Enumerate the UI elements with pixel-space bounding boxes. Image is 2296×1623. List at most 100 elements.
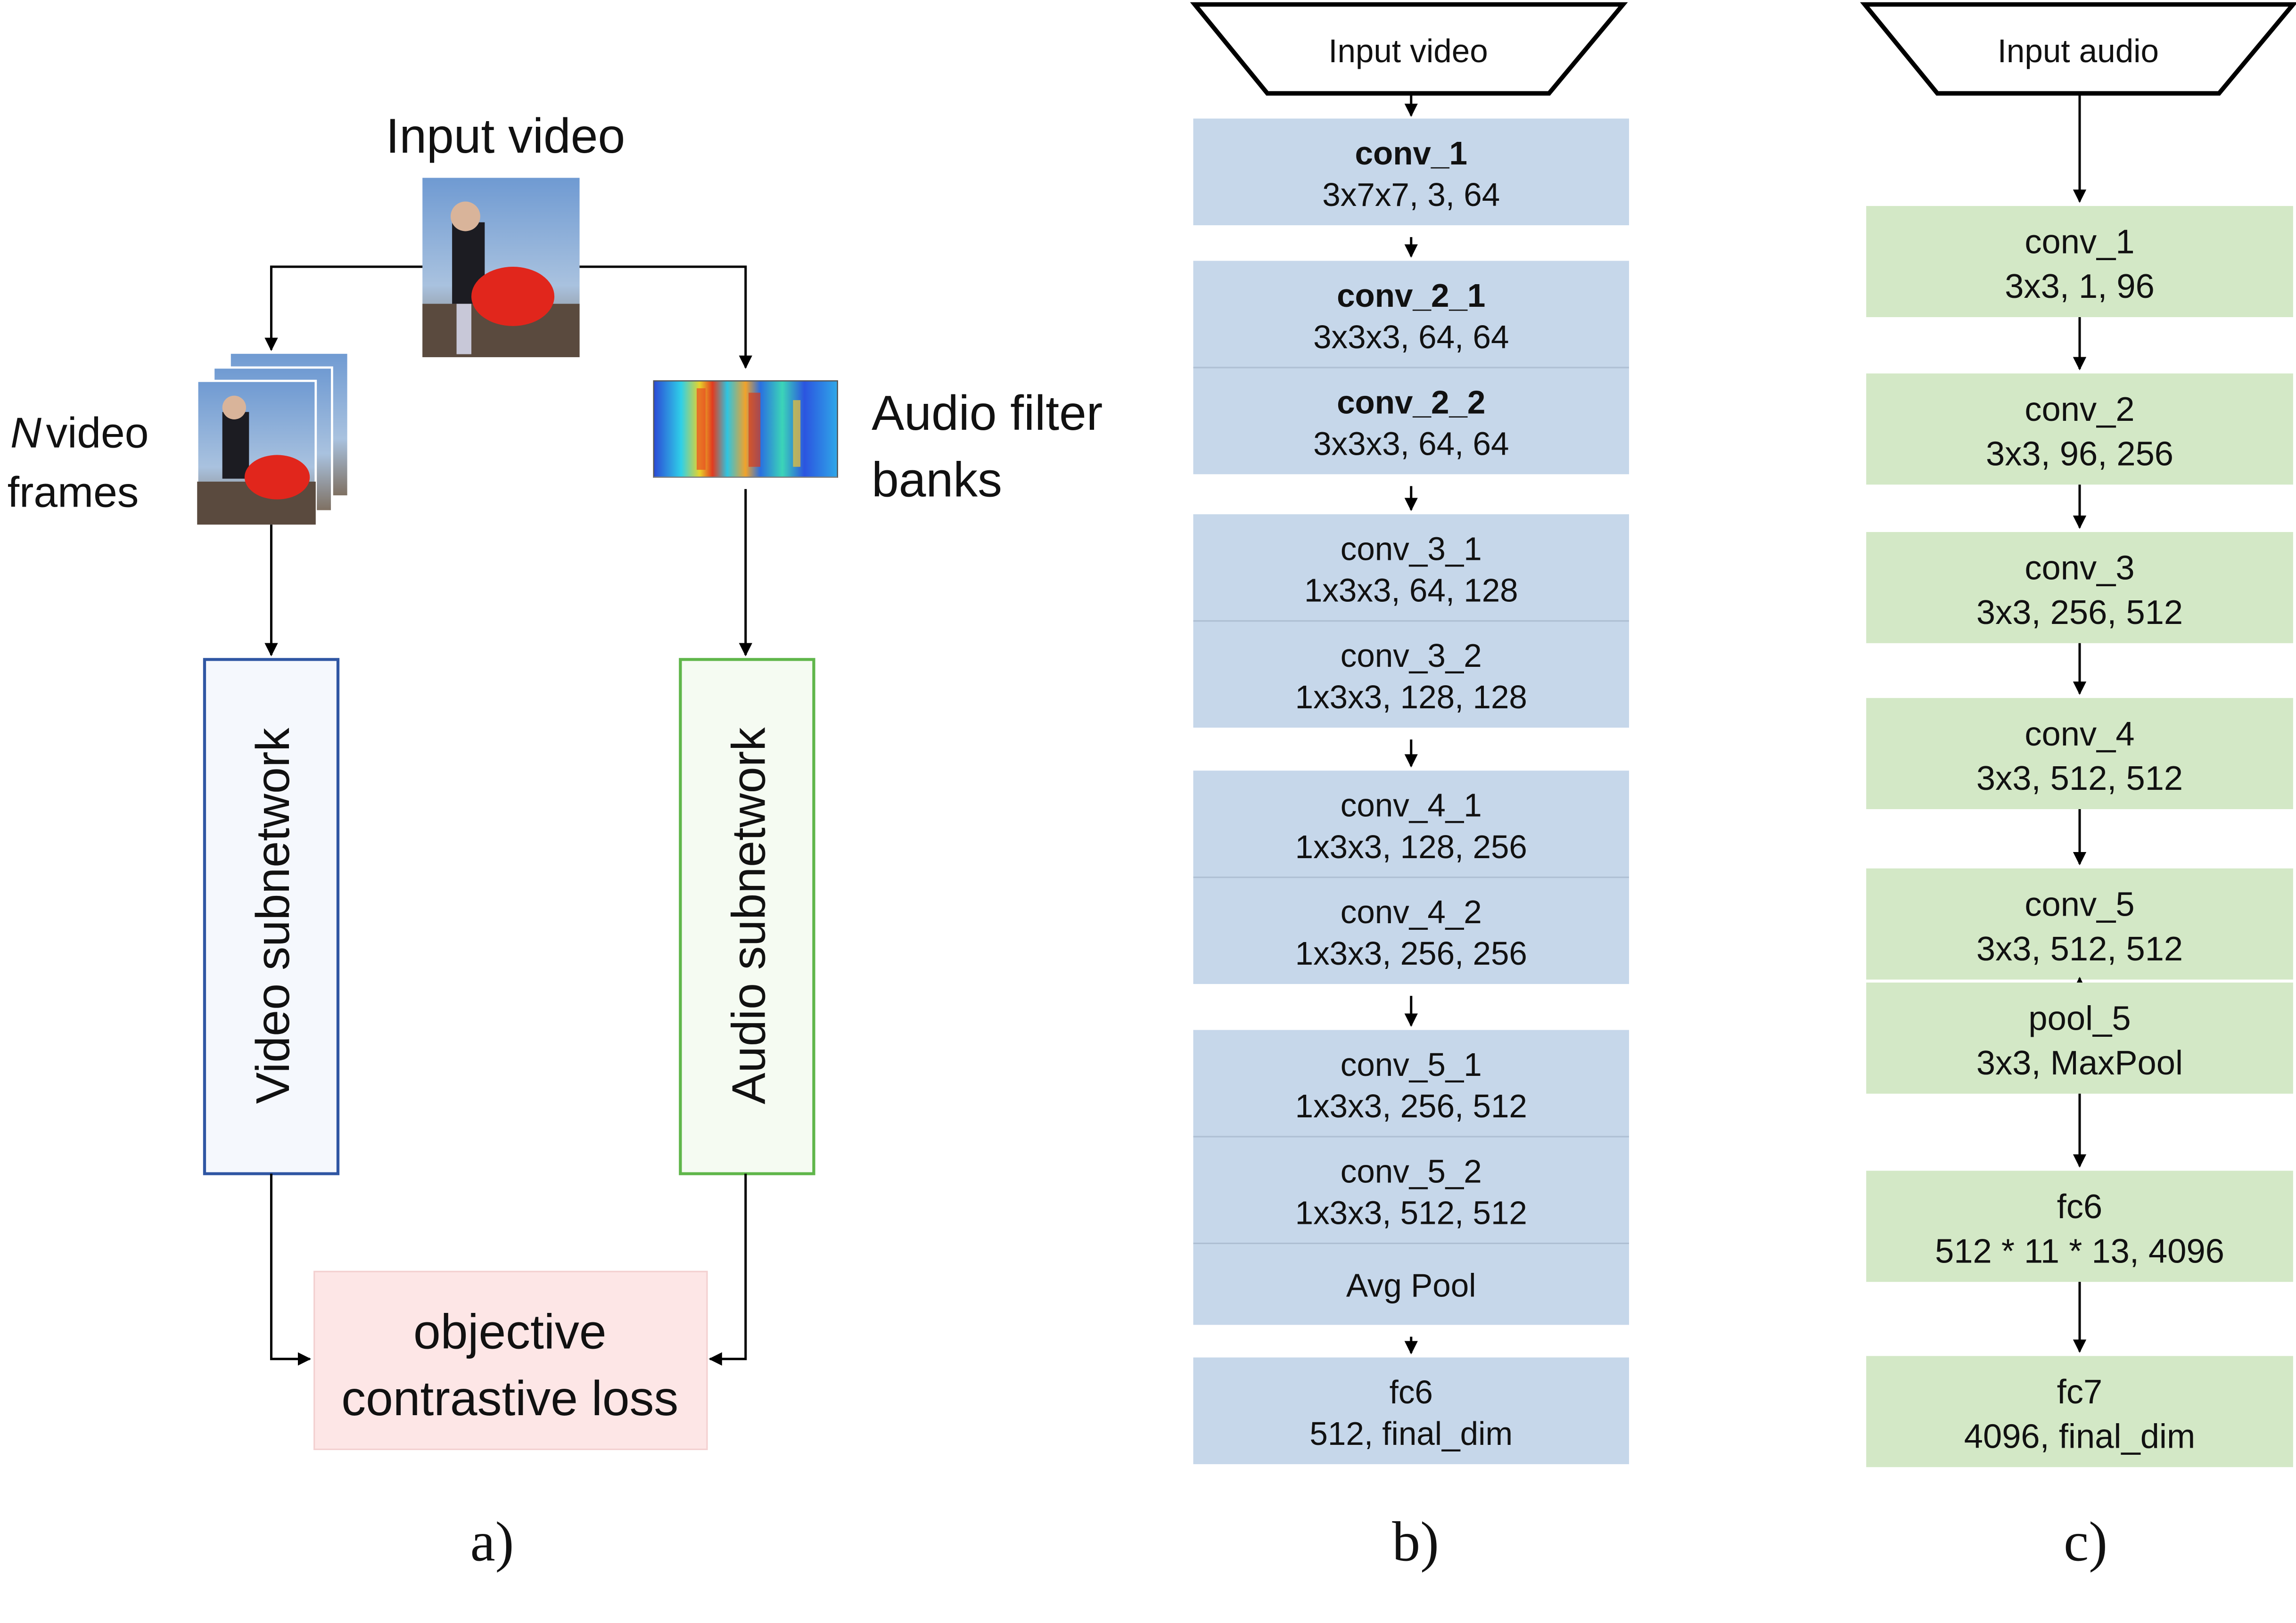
video-layer-name: conv_3_1: [1341, 531, 1482, 567]
audio-layer-box: [1866, 373, 2293, 485]
video-layer-name: conv_4_1: [1341, 787, 1482, 824]
arrow-audio-to-loss: [708, 1173, 747, 1366]
audio-layer-3: conv_4 3x3, 512, 512: [1866, 698, 2293, 810]
video-layer-name: conv_2_1: [1337, 277, 1485, 314]
audio-layer-7: fc7 4096, final_dim: [1866, 1356, 2293, 1467]
video-layer-params: 1x3x3, 256, 512: [1295, 1088, 1527, 1124]
input-video-title: Input video: [386, 108, 625, 163]
audio-layer-box: [1866, 698, 2293, 810]
audio-filter-banks-line2: banks: [872, 452, 1002, 507]
video-layer-box: [1193, 367, 1629, 475]
video-layer-box: [1193, 877, 1629, 984]
video-layer-params: 3x3x3, 64, 64: [1313, 425, 1509, 462]
video-layer-name: conv_4_2: [1341, 893, 1482, 930]
video-layer-box: [1193, 621, 1629, 728]
audio-layer-params: 3x3, 1, 96: [2005, 268, 2155, 305]
panel-a: Input video N video frames: [8, 108, 1103, 1573]
panel-b-input-label: Input video: [1328, 33, 1488, 69]
video-layer-name: conv_3_2: [1341, 637, 1482, 674]
video-layer-name: conv_2_2: [1337, 384, 1485, 420]
audio-layer-params: 3x3, 512, 512: [1976, 760, 2183, 797]
video-subnetwork-label: Video subnetwork: [247, 728, 299, 1104]
video-frames-label-line1: video: [46, 409, 148, 457]
video-layer-5: conv_4_1 1x3x3, 128, 256: [1193, 771, 1629, 877]
input-video-thumbnail: [422, 178, 580, 357]
video-layer-10: fc6 512, final_dim: [1193, 1357, 1629, 1464]
video-layer-box: [1193, 118, 1629, 225]
input-audio-trapezoid: [1860, 2, 2296, 96]
video-layer-box: [1193, 1136, 1629, 1244]
video-layer-box: [1193, 1357, 1629, 1464]
audio-layer-params: 3x3, 256, 512: [1976, 594, 2183, 631]
arrow-video-to-loss: [270, 1173, 312, 1366]
video-layer-params: 3x7x7, 3, 64: [1322, 176, 1500, 213]
video-layer-params: 1x3x3, 128, 128: [1295, 679, 1527, 715]
audio-layer-name: conv_3: [2024, 549, 2134, 587]
video-layer-box: [1193, 514, 1629, 621]
audio-network-blocks: conv_1 3x3, 1, 96 conv_2 3x3, 96, 256 conv_3…: [1866, 93, 2293, 1467]
video-layer-params: 1x3x3, 256, 256: [1295, 935, 1527, 972]
panel-c-input-label: Input audio: [1998, 33, 2159, 69]
audio-layer-name: fc7: [2057, 1373, 2102, 1411]
contrastive-loss-box: objective contrastive loss: [313, 1271, 708, 1451]
video-layer-params: 3x3x3, 64, 64: [1313, 319, 1509, 355]
video-layer-params: 1x3x3, 512, 512: [1295, 1195, 1527, 1231]
audio-layer-1: conv_2 3x3, 96, 256: [1866, 373, 2293, 485]
audio-subnetwork-box: Audio subnetwork: [679, 658, 815, 1175]
audio-layer-0: conv_1 3x3, 1, 96: [1866, 206, 2293, 317]
audio-layer-box: [1866, 1171, 2293, 1282]
input-video-trapezoid: [1190, 2, 1628, 96]
video-layer-params: 1x3x3, 128, 256: [1295, 828, 1527, 865]
panel-b-caption: b): [1392, 1510, 1439, 1573]
panel-c: Input audio conv_1 3x3, 1, 96 conv_2 3x3, 9…: [1860, 2, 2296, 1573]
video-layer-box: [1193, 261, 1629, 368]
audio-layer-box: [1866, 868, 2293, 980]
audio-layer-params: 3x3, 512, 512: [1976, 930, 2183, 968]
audio-layer-4: conv_5 3x3, 512, 512: [1866, 868, 2293, 980]
audio-filter-banks-line1: Audio filter: [872, 385, 1103, 440]
video-layer-8: conv_5_2 1x3x3, 512, 512: [1193, 1136, 1629, 1244]
video-layer-name: Avg Pool: [1346, 1267, 1476, 1304]
arrow-to-frames: [264, 265, 423, 351]
video-layer-params: 1x3x3, 64, 128: [1304, 572, 1518, 609]
audio-spectrogram: [653, 380, 839, 478]
video-layer-name: conv_5_2: [1341, 1153, 1482, 1189]
audio-layer-box: [1866, 982, 2293, 1094]
audio-layer-name: conv_4: [2024, 715, 2134, 753]
video-frames-label-line2: frames: [8, 468, 139, 516]
audio-layer-params: 3x3, 96, 256: [1986, 435, 2173, 473]
loss-label-line1: objective: [413, 1304, 607, 1359]
video-layer-params: 512, final_dim: [1309, 1415, 1513, 1452]
audio-layer-2: conv_3 3x3, 256, 512: [1866, 532, 2293, 643]
audio-layer-box: [1866, 532, 2293, 643]
panel-a-caption: a): [470, 1510, 514, 1573]
video-layer-1: conv_2_1 3x3x3, 64, 64: [1193, 261, 1629, 368]
audio-layer-params: 3x3, MaxPool: [1976, 1044, 2183, 1082]
video-layer-box: [1193, 1243, 1629, 1325]
audio-layer-box: [1866, 1356, 2293, 1467]
video-layer-7: conv_5_1 1x3x3, 256, 512: [1193, 1030, 1629, 1137]
video-layer-2: conv_2_2 3x3x3, 64, 64: [1193, 367, 1629, 475]
arrow-to-filterbanks: [579, 265, 752, 369]
video-layer-box: [1193, 1030, 1629, 1137]
audio-layer-name: conv_2: [2024, 391, 2134, 428]
video-layer-box: [1193, 771, 1629, 877]
video-layer-4: conv_3_2 1x3x3, 128, 128: [1193, 620, 1629, 728]
video-layer-name: fc6: [1390, 1374, 1433, 1410]
video-frames-label-n: N: [10, 409, 41, 457]
video-layer-9: Avg Pool: [1193, 1242, 1629, 1325]
audio-layer-name: conv_5: [2024, 885, 2134, 923]
audio-layer-name: fc6: [2057, 1188, 2102, 1226]
audio-layer-name: conv_1: [2024, 223, 2134, 261]
audio-layer-params: 4096, final_dim: [1964, 1418, 2195, 1455]
video-layer-name: conv_5_1: [1341, 1046, 1482, 1083]
video-layer-6: conv_4_2 1x3x3, 256, 256: [1193, 877, 1629, 984]
panel-c-caption: c): [2064, 1510, 2107, 1573]
